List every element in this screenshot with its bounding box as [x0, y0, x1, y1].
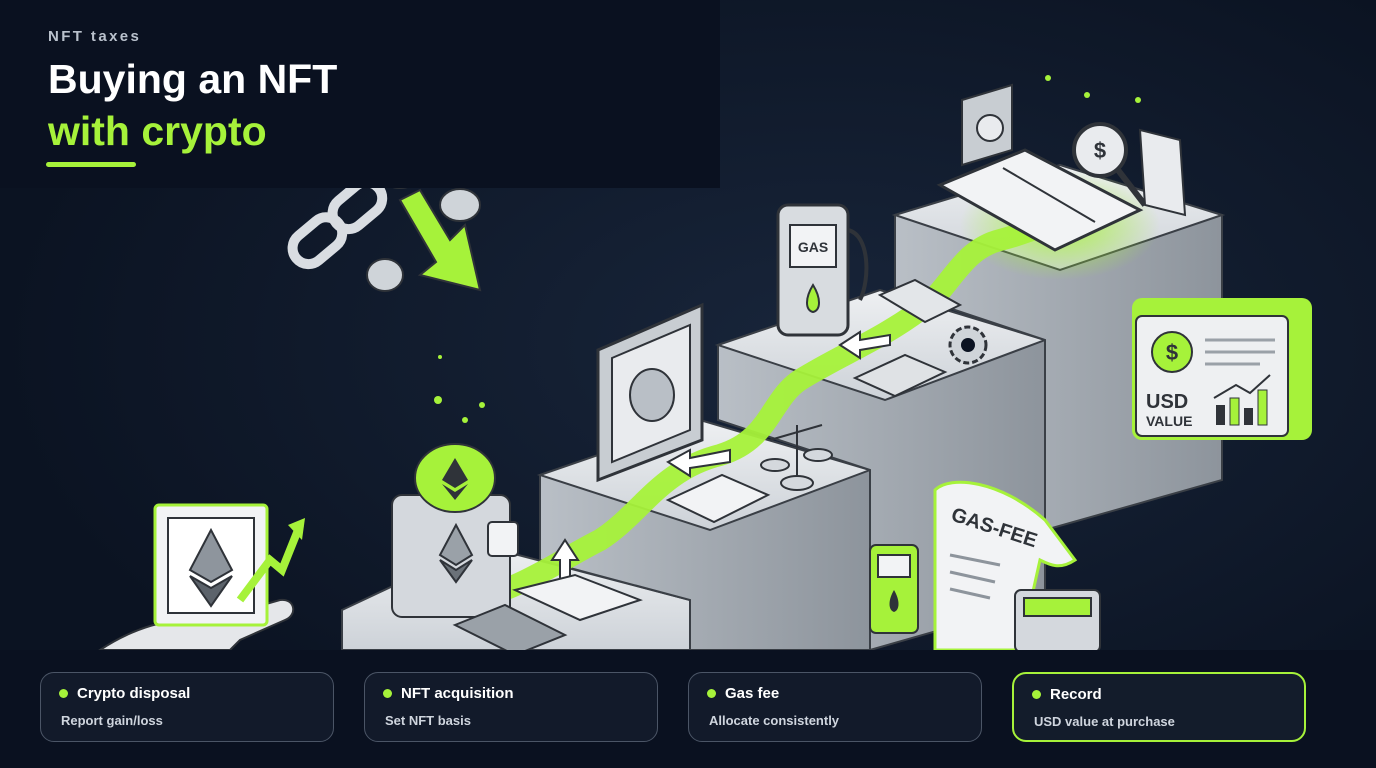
chain-icon	[287, 177, 388, 270]
document-icon	[665, 473, 771, 524]
card-nft-acquisition: NFT acquisition Set NFT basis	[364, 672, 658, 742]
down-arrow-icon	[398, 188, 482, 292]
status-dot	[59, 689, 68, 698]
gear-icon	[948, 325, 988, 365]
card-title: NFT acquisition	[401, 685, 514, 702]
small-gas-pump-icon	[869, 544, 919, 634]
calculator-icon	[452, 603, 568, 657]
documents-icon	[1138, 128, 1187, 217]
gas-fee-receipt-icon: GAS-FEE	[933, 480, 1078, 652]
card-title: Gas fee	[725, 685, 780, 702]
card-terminal-icon	[877, 278, 963, 324]
card-crypto-disposal: Crypto disposal Report gain/loss	[40, 672, 334, 742]
sparkle-dots	[434, 75, 1141, 423]
usd-card-line2: VALUE	[1146, 413, 1192, 429]
usd-card-line1: USD	[1146, 391, 1188, 413]
wallet-icon	[391, 494, 519, 618]
page-title: Buying an NFT	[48, 56, 338, 102]
framed-nft-icon	[596, 302, 704, 483]
title-underline	[46, 162, 136, 167]
card-title: Record	[1050, 686, 1102, 703]
kicker-label: NFT taxes	[48, 28, 142, 45]
calendar-icon	[961, 83, 1013, 167]
header-panel: NFT taxes Buying an NFT with crypto	[0, 0, 720, 188]
gas-pump-icon: GAS	[776, 203, 869, 337]
card-gas-fee: Gas fee Allocate consistently	[688, 672, 982, 742]
ethereum-card-icon	[153, 503, 305, 627]
status-dot	[707, 689, 716, 698]
path-arrow-icon	[550, 330, 891, 586]
ethereum-coin-icon	[414, 443, 496, 513]
scales-icon	[760, 424, 833, 491]
card-subtitle: Set NFT basis	[385, 713, 471, 728]
calculator-large-icon	[1014, 589, 1101, 653]
magnifier-icon: $	[1072, 122, 1148, 207]
gas-pump-label: GAS	[798, 239, 828, 255]
card-record: Record USD value at purchase	[1012, 672, 1306, 742]
open-book-icon	[512, 573, 643, 622]
usd-card-symbol: $	[1166, 340, 1178, 365]
page-subtitle: with crypto	[48, 108, 267, 154]
card-title: Crypto disposal	[77, 685, 191, 702]
ledger-book-icon	[936, 148, 1144, 252]
card-subtitle: USD value at purchase	[1034, 714, 1175, 729]
status-dot	[383, 689, 392, 698]
status-dot	[1032, 690, 1041, 699]
magnifier-symbol: $	[1094, 138, 1106, 163]
card-subtitle: Report gain/loss	[61, 713, 163, 728]
card-subtitle: Allocate consistently	[709, 713, 840, 728]
usd-value-card: $ USD VALUE	[1132, 298, 1312, 440]
card-holder-icon	[852, 353, 948, 398]
